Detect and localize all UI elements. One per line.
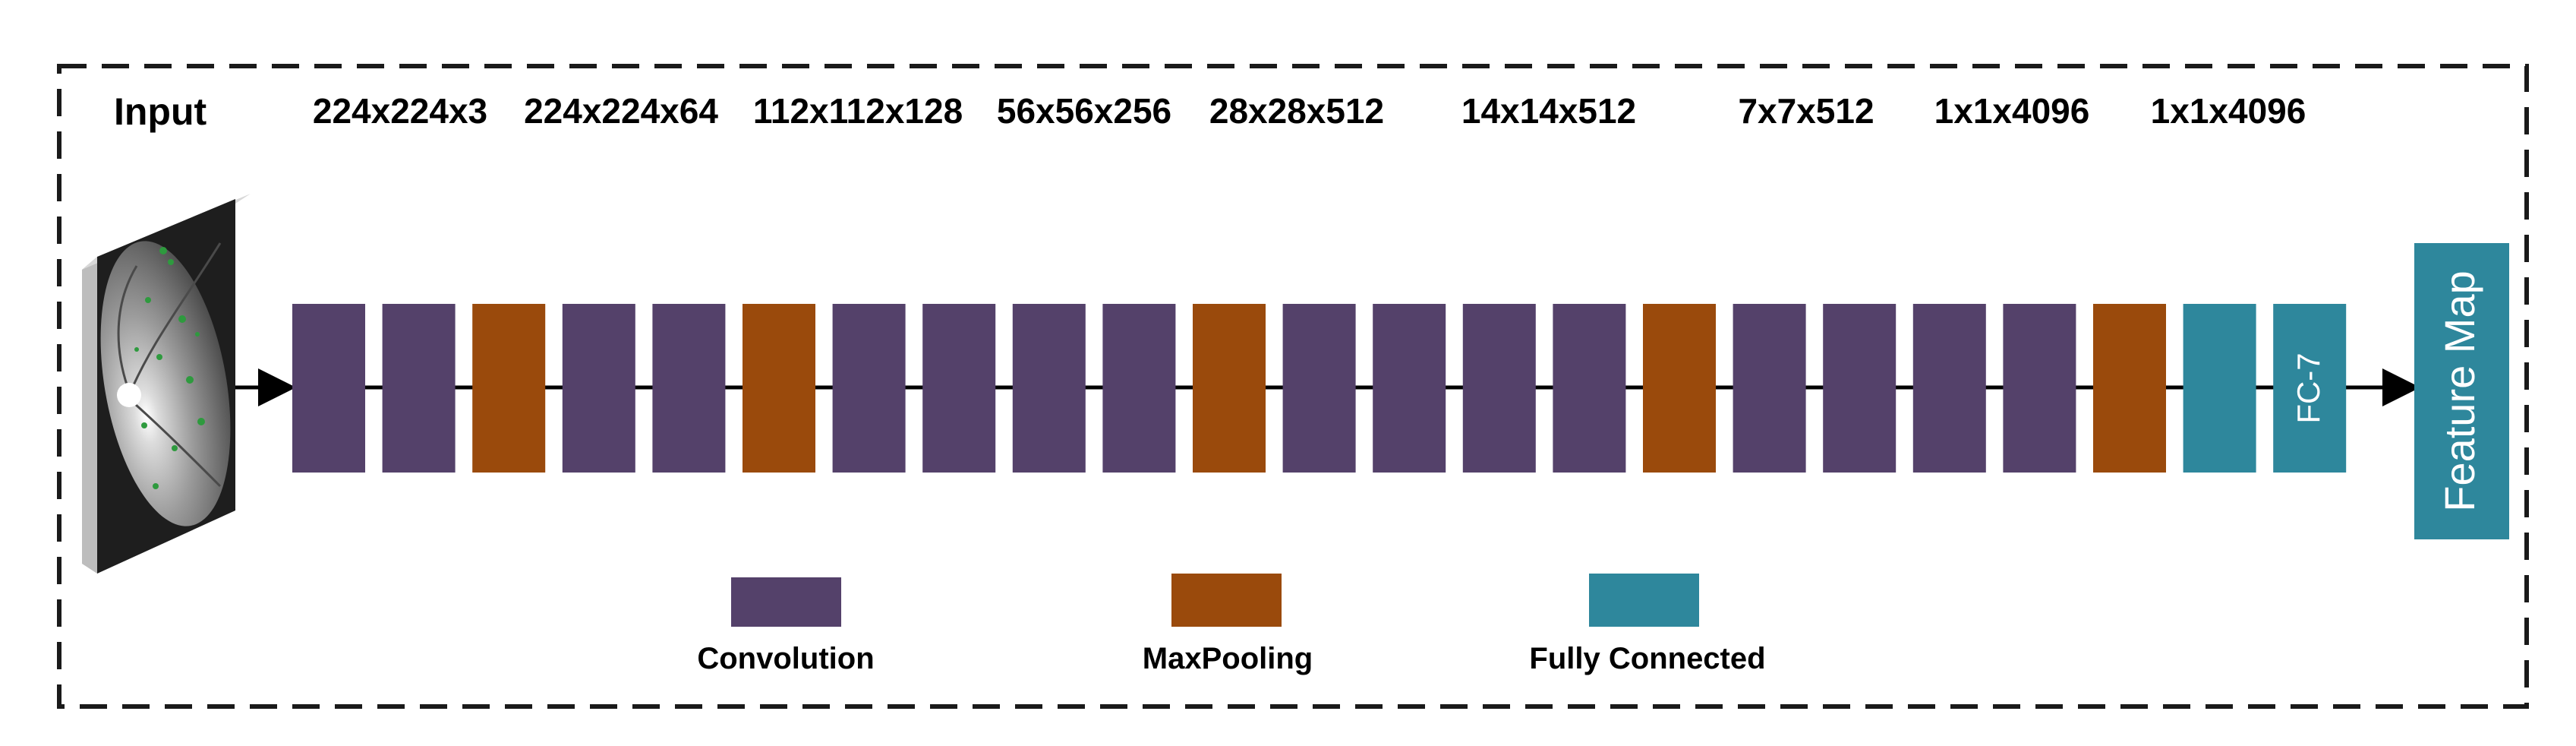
maxpool-layer-block	[2093, 304, 2166, 473]
dimension-label: 7x7x512	[1738, 91, 1874, 131]
conv-layer-block	[1102, 304, 1176, 473]
dimension-label: 1x1x4096	[2151, 91, 2306, 131]
conv-layer-block	[832, 304, 906, 473]
dimension-label: 56x56x256	[997, 91, 1171, 131]
conv-layer-block	[1823, 304, 1897, 473]
dimension-label: 28x28x512	[1209, 91, 1384, 131]
fc7-label: FC-7	[2291, 352, 2326, 423]
conv-layer-block	[2003, 304, 2076, 473]
layer-blocks	[292, 304, 2347, 473]
conv-layer-block	[1462, 304, 1536, 473]
fc-layer-block	[2273, 304, 2347, 473]
legend-swatch-convolution	[731, 577, 841, 627]
conv-layer-block	[562, 304, 635, 473]
legend-label-maxpooling: MaxPooling	[1143, 642, 1313, 675]
dashed-frame	[57, 64, 2529, 709]
input-label: Input	[114, 90, 207, 133]
dimension-label: 112x112x128	[753, 91, 963, 131]
feature-map-block	[2414, 243, 2509, 539]
conv-layer-block	[1282, 304, 1356, 473]
conv-layer-block	[1912, 304, 1986, 473]
legend-label-convolution: Convolution	[697, 642, 874, 675]
maxpool-layer-block	[1193, 304, 1266, 473]
dimension-label: 1x1x4096	[1934, 91, 2090, 131]
input-retina-image	[82, 194, 251, 574]
dimension-label: 224x224x3	[313, 91, 487, 131]
dimension-label: 224x224x64	[524, 91, 718, 131]
conv-layer-block	[1733, 304, 1806, 473]
fc-layer-block	[2183, 304, 2256, 473]
legend-label-fully-connected: Fully Connected	[1529, 642, 1765, 675]
legend-swatch-fully-connected	[1589, 574, 1699, 627]
conv-layer-block	[922, 304, 996, 473]
conv-layer-block	[1373, 304, 1446, 473]
retina-fundus	[100, 241, 231, 526]
feature-map-label: Feature Map	[2436, 270, 2483, 512]
dimension-label: 14x14x512	[1461, 91, 1636, 131]
maxpool-layer-block	[1643, 304, 1716, 473]
dimension-labels: 224x224x3 224x224x64 112x112x128 56x56x2…	[313, 91, 2306, 131]
legend-swatch-maxpooling	[1171, 574, 1282, 627]
maxpool-layer-block	[472, 304, 546, 473]
maxpool-layer-block	[743, 304, 815, 473]
conv-layer-block	[382, 304, 456, 473]
conv-layer-block	[652, 304, 726, 473]
image-side-face	[82, 257, 97, 574]
conv-layer-block	[1012, 304, 1086, 473]
conv-layer-block	[1553, 304, 1626, 473]
conv-layer-block	[292, 304, 365, 473]
legend: Convolution MaxPooling Fully Connected	[697, 574, 1766, 675]
